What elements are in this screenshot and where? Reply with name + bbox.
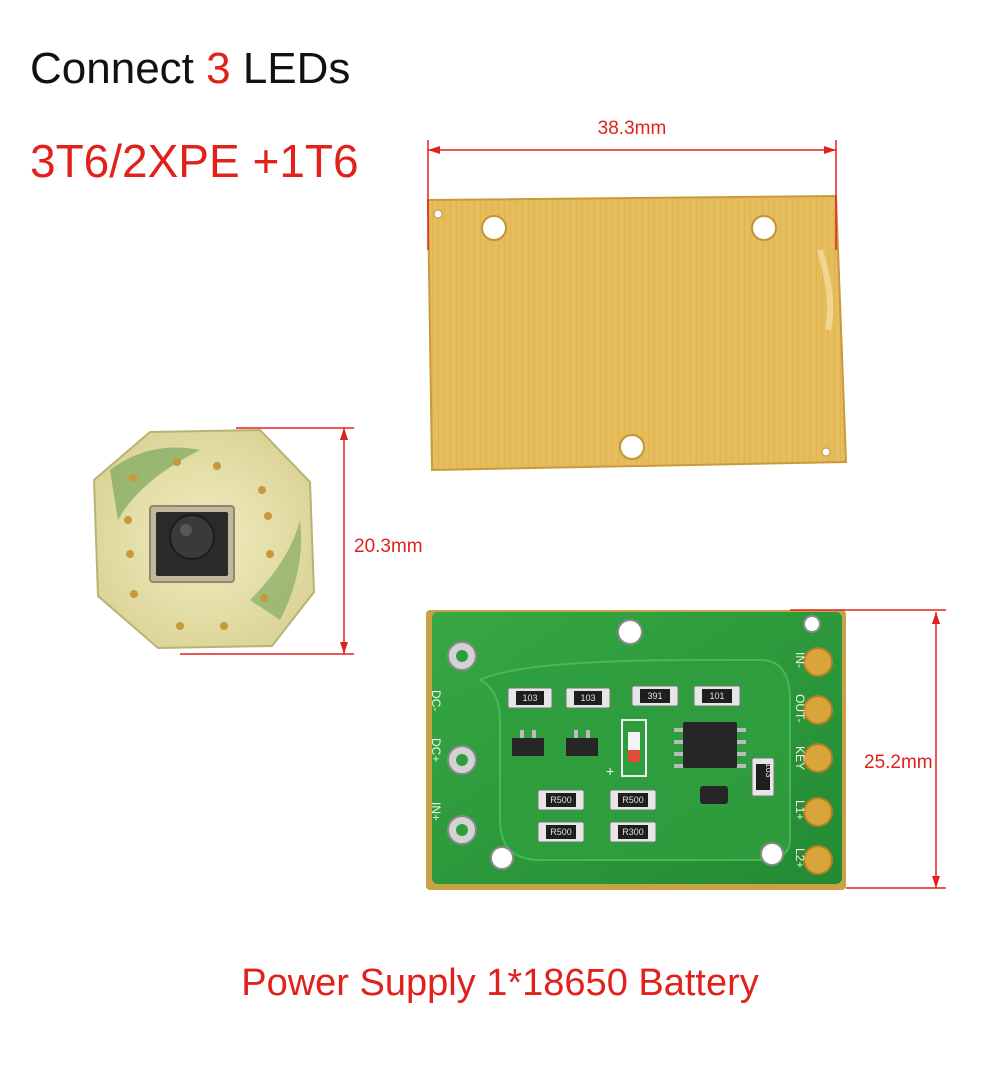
label-in-plus: IN+ <box>429 802 443 821</box>
resistor-r500-c: R500 <box>550 827 572 837</box>
dimension-switch-diameter: 20.3mm <box>180 427 423 655</box>
headline-number: 3 <box>206 44 231 93</box>
footer-caption: Power Supply 1*18650 Battery <box>241 962 759 1004</box>
board-height-label: 25.2mm <box>864 752 933 773</box>
dimension-board-height: 25.2mm <box>790 609 946 889</box>
resistor-391: 391 <box>647 691 662 701</box>
resistor-101: 101 <box>709 691 724 701</box>
label-l1-plus: L1+ <box>793 800 807 820</box>
label-plus-mark: + <box>606 763 614 779</box>
headline: Connect 3 LEDs <box>30 44 350 94</box>
label-key: KEY <box>793 746 807 770</box>
switch-board <box>92 428 316 650</box>
plate-width-label: 38.3mm <box>598 118 667 139</box>
insulation-plate <box>426 194 848 472</box>
subtitle: 3T6/2XPE +1T6 <box>30 135 359 187</box>
headline-suffix: LEDs <box>230 44 351 93</box>
resistor-103-a: 103 <box>522 693 537 703</box>
resistor-103-b: 103 <box>580 693 595 703</box>
resistor-r300: R300 <box>622 827 644 837</box>
label-dc-plus: DC+ <box>429 738 443 762</box>
driver-pcb: DC- DC+ IN+ IN- OUT- KEY L1+ L2+ + <box>426 610 846 890</box>
headline-prefix: Connect <box>30 44 207 93</box>
label-in-minus: IN- <box>793 652 807 668</box>
label-dc-minus: DC- <box>429 690 443 711</box>
resistor-103-c: 103 <box>764 762 774 777</box>
label-out-minus: OUT- <box>793 694 807 723</box>
label-l2-plus: L2+ <box>793 848 807 868</box>
smd-components: 103 103 391 101 R500 R500 R500 R300 103 <box>507 685 775 843</box>
resistor-r500-a: R500 <box>550 795 572 805</box>
resistor-r500-b: R500 <box>622 795 644 805</box>
dimension-plate-width: 38.3mm <box>427 118 837 250</box>
switch-diameter-label: 20.3mm <box>354 536 423 557</box>
